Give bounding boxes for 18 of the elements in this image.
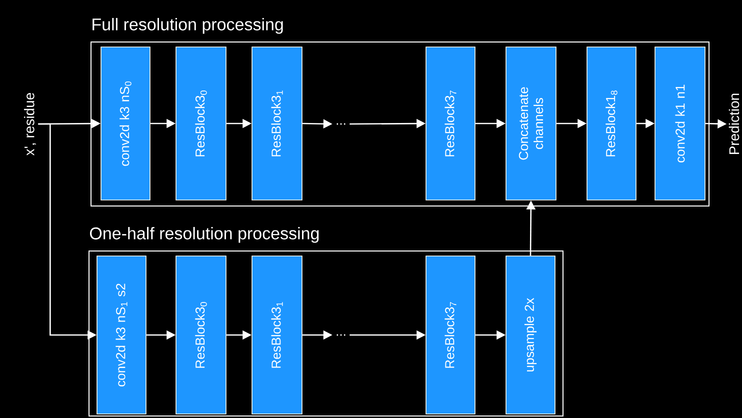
ellipsis: ...	[336, 334, 346, 336]
layer-box: ResBlock3$_{1}$	[252, 256, 302, 414]
layer-box: ResBlock3$_{0}$	[176, 46, 226, 200]
layer-box: conv2d k3 nS$_{0}$	[100, 46, 150, 200]
layer-box: ResBlock3$_{7}$	[426, 46, 476, 200]
layer-box: ResBlock3$_{0}$	[176, 256, 226, 414]
layer-box: Concatenate channels	[506, 46, 556, 200]
layer-box: upsample 2x	[506, 256, 556, 414]
label-text: Prediction	[728, 94, 740, 154]
layer-box: ResBlock1$_{8}$	[586, 46, 636, 200]
layer-box: conv2d k3 nS$_{1}$ s2	[96, 256, 146, 414]
group-heading: Full resolution processing	[92, 18, 283, 34]
layer-box: ResBlock3$_{1}$	[252, 46, 302, 200]
group-heading: One-half resolution processing	[90, 226, 319, 243]
ellipsis: ...	[336, 123, 346, 125]
label-text: x', residue	[24, 92, 36, 156]
layer-box: conv2d k1 n1	[654, 46, 706, 200]
layer-box: ResBlock3$_{7}$	[426, 256, 476, 414]
